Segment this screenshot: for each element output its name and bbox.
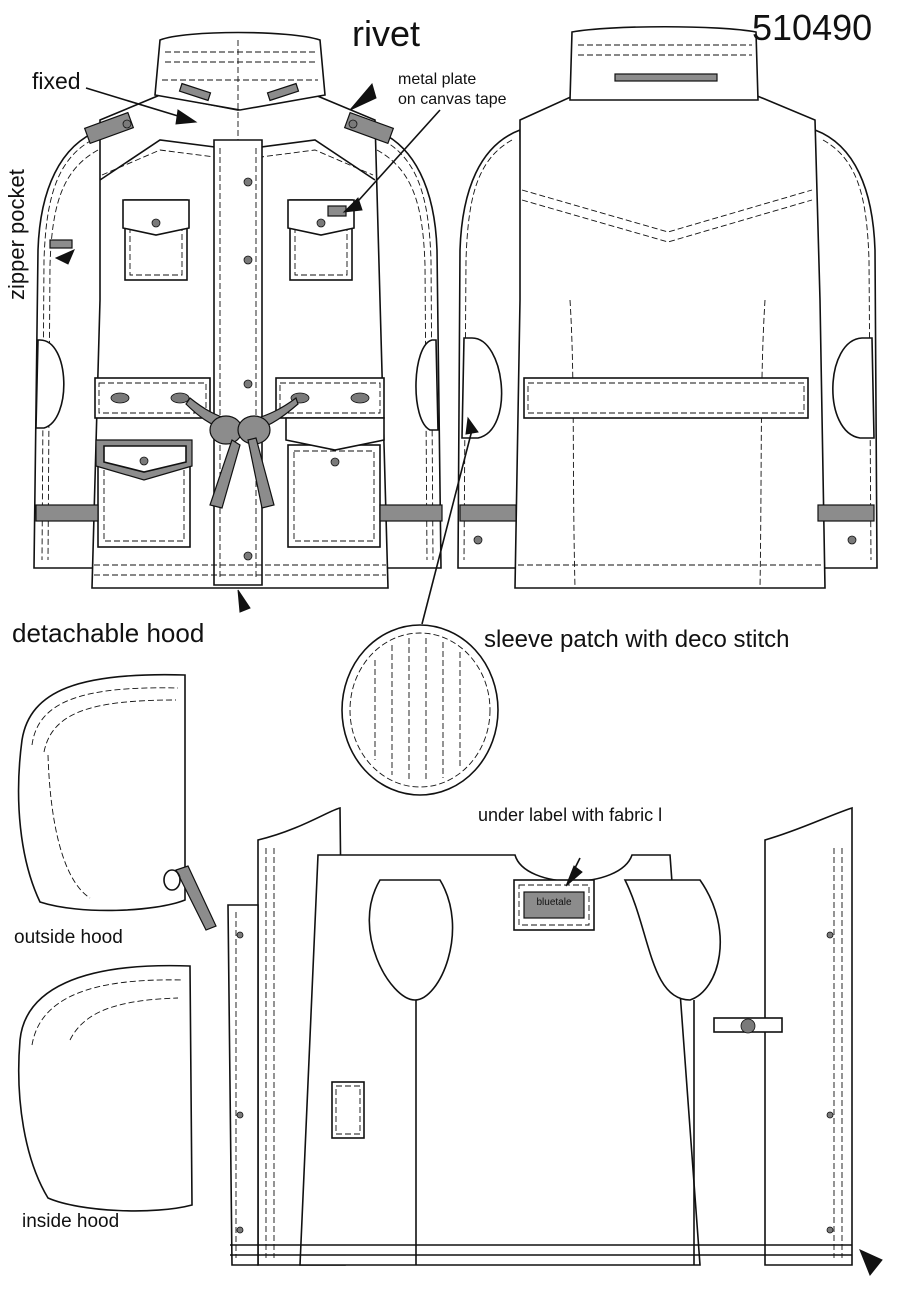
callout-metal-plate-line-2: on canvas tape (398, 91, 507, 108)
callout-under-label: under label with fabric l (478, 805, 663, 825)
callout-rivet: rivet (352, 13, 421, 54)
style-number: 510490 (752, 7, 873, 48)
callout-sleeve-patch: sleeve patch with deco stitch (484, 626, 790, 653)
callout-detachable-hood: detachable hood (12, 618, 205, 648)
inside-hood (17, 964, 193, 1212)
brand-label-text: bluetale (536, 897, 572, 908)
callout-metal-plate: metal plate on canvas tape (398, 70, 507, 110)
sleeve-patch-detail (341, 416, 499, 796)
callout-metal-plate-line-1: metal plate (398, 71, 477, 88)
jacket-back-view (457, 25, 878, 589)
callout-fixed: fixed (32, 68, 81, 94)
callout-zipper-pocket: zipper pocket (4, 169, 29, 300)
outside-hood (17, 673, 217, 931)
jacket-front-view (33, 31, 443, 613)
jacket-inside-view (227, 806, 883, 1276)
callout-inside-hood: inside hood (22, 1211, 120, 1232)
callout-outside-hood: outside hood (14, 927, 123, 948)
